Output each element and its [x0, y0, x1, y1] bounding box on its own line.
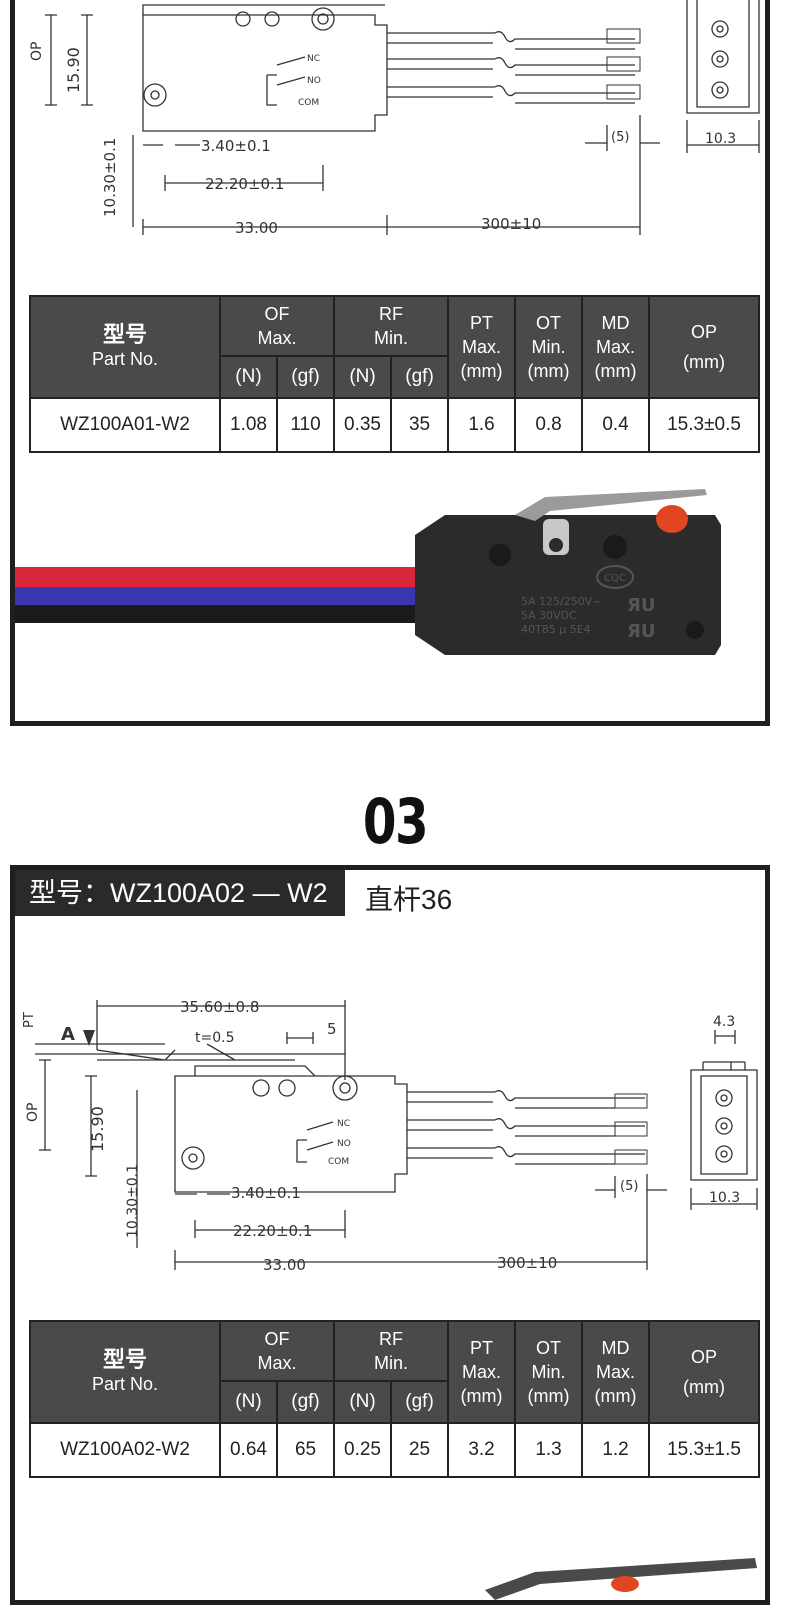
switch-lever — [485, 1558, 757, 1600]
header-op: OP(mm) — [648, 295, 761, 399]
cell-of-n: 1.08 — [219, 397, 278, 453]
unit-of-n: (N) — [219, 1380, 278, 1424]
dim-a: A — [61, 1024, 75, 1045]
dim-pitch: 22.20±0.1 — [233, 1222, 312, 1240]
dim-thickness: t=0.5 — [195, 1030, 234, 1046]
cell-pt: 3.2 — [447, 1422, 517, 1478]
unit-rf-n: (N) — [333, 355, 393, 399]
dimension-drawing-1: OP 15.90 10.30±0.1 3.40±0.1 22.20±0.1 33… — [29, 0, 760, 237]
wire-black — [15, 605, 420, 623]
dim-width: 10.3 — [709, 1190, 740, 1206]
terminal-nc: NC — [337, 1119, 350, 1129]
unit-rf-gf: (gf) — [390, 1380, 450, 1424]
actuator-button — [611, 1576, 639, 1592]
wire-red — [15, 567, 420, 587]
unit-of-gf: (gf) — [275, 1380, 336, 1424]
dim-strip: (5) — [611, 130, 629, 145]
terminal-no: NO — [307, 76, 321, 86]
cell-md: 1.2 — [581, 1422, 651, 1478]
cell-md: 0.4 — [581, 397, 651, 453]
dim-lead: 300±10 — [497, 1254, 557, 1272]
switch-lever — [515, 489, 707, 521]
cell-of-n: 0.64 — [219, 1422, 278, 1478]
wire-blue — [15, 587, 420, 605]
dim-strip: (5) — [620, 1179, 638, 1194]
dim-lever: 35.60±0.8 — [180, 998, 259, 1016]
arrow-a-icon — [83, 1030, 95, 1046]
dim-hole: 3.40±0.1 — [201, 137, 271, 155]
cell-of-gf: 65 — [275, 1422, 336, 1478]
model-subtitle: 直杆36 — [365, 884, 453, 915]
dim-op: OP — [25, 1103, 41, 1122]
cell-ot: 0.8 — [514, 397, 584, 453]
dim-pt: PT — [22, 1012, 37, 1028]
header-part-no: 型号 Part No. — [29, 295, 221, 399]
cqc-mark — [596, 565, 634, 589]
product-panel-1: OP 15.90 10.30±0.1 3.40±0.1 22.20±0.1 33… — [10, 0, 770, 726]
dim-pitch: 22.20±0.1 — [205, 175, 284, 193]
marking-2: 5A 30VDC — [521, 609, 577, 622]
cell-rf-n: 0.25 — [333, 1422, 393, 1478]
dim-top: 4.3 — [713, 1014, 735, 1030]
cqc-mark-label: CQC — [604, 573, 626, 584]
product-photo-2 — [485, 1558, 757, 1600]
model-tag: 型号：WZ100A02 — W2 — [15, 870, 345, 916]
dim-vertical: 10.30±0.1 — [101, 138, 119, 217]
product-photo-1: CQC 5A 125/250V~ 5A 30VDC 40T85 μ 5E4 ЯU… — [15, 489, 721, 655]
cell-part-no: WZ100A02-W2 — [29, 1422, 221, 1478]
table-row: WZ100A02-W2 0.64 65 0.25 25 3.2 1.3 1.2 … — [29, 1422, 761, 1478]
marking-1: 5A 125/250V~ — [521, 595, 601, 608]
dim-op: OP — [29, 42, 45, 61]
dim-height: 15.90 — [64, 47, 83, 93]
ul-mark-icon: ЯU — [627, 621, 655, 642]
dim-vertical: 10.30±0.1 — [125, 1164, 141, 1238]
header-op: OP(mm) — [648, 1320, 761, 1424]
product-panel-2: 型号：WZ100A02 — W2 直杆36 — [10, 865, 770, 1605]
cell-rf-gf: 25 — [390, 1422, 450, 1478]
cell-op: 15.3±1.5 — [648, 1422, 761, 1478]
dim-width: 10.3 — [705, 131, 736, 147]
ul-mark-icon: ЯU — [627, 595, 655, 616]
actuator-button — [656, 505, 688, 533]
dim-length: 33.00 — [263, 1256, 306, 1274]
cell-of-gf: 110 — [275, 397, 336, 453]
unit-rf-n: (N) — [333, 1380, 393, 1424]
terminal-no: NO — [337, 1139, 351, 1149]
section-number: 03 — [362, 785, 429, 858]
dim-five: 5 — [327, 1020, 337, 1038]
dim-lead: 300±10 — [481, 215, 541, 233]
cell-pt: 1.6 — [447, 397, 517, 453]
unit-of-n: (N) — [219, 355, 278, 399]
marking-3: 40T85 μ 5E4 — [521, 623, 591, 636]
dimension-drawing-2: PT A 35.60±0.8 t=0.5 5 OP 15.90 10.30±0.… — [22, 998, 758, 1274]
unit-rf-gf: (gf) — [390, 355, 450, 399]
cell-ot: 1.3 — [514, 1422, 584, 1478]
header-part-no: 型号 Part No. — [29, 1320, 221, 1424]
cell-op: 15.3±0.5 — [648, 397, 761, 453]
dim-length: 33.00 — [235, 219, 278, 237]
dim-height: 15.90 — [88, 1106, 107, 1152]
cell-part-no: WZ100A01-W2 — [29, 397, 221, 453]
dim-hole: 3.40±0.1 — [231, 1184, 301, 1202]
terminal-com: COM — [328, 1157, 349, 1167]
table-row: WZ100A01-W2 1.08 110 0.35 35 1.6 0.8 0.4… — [29, 397, 761, 453]
terminal-com: COM — [298, 98, 319, 108]
cell-rf-n: 0.35 — [333, 397, 393, 453]
unit-of-gf: (gf) — [275, 355, 336, 399]
cell-rf-gf: 35 — [390, 397, 450, 453]
terminal-nc: NC — [307, 54, 320, 64]
